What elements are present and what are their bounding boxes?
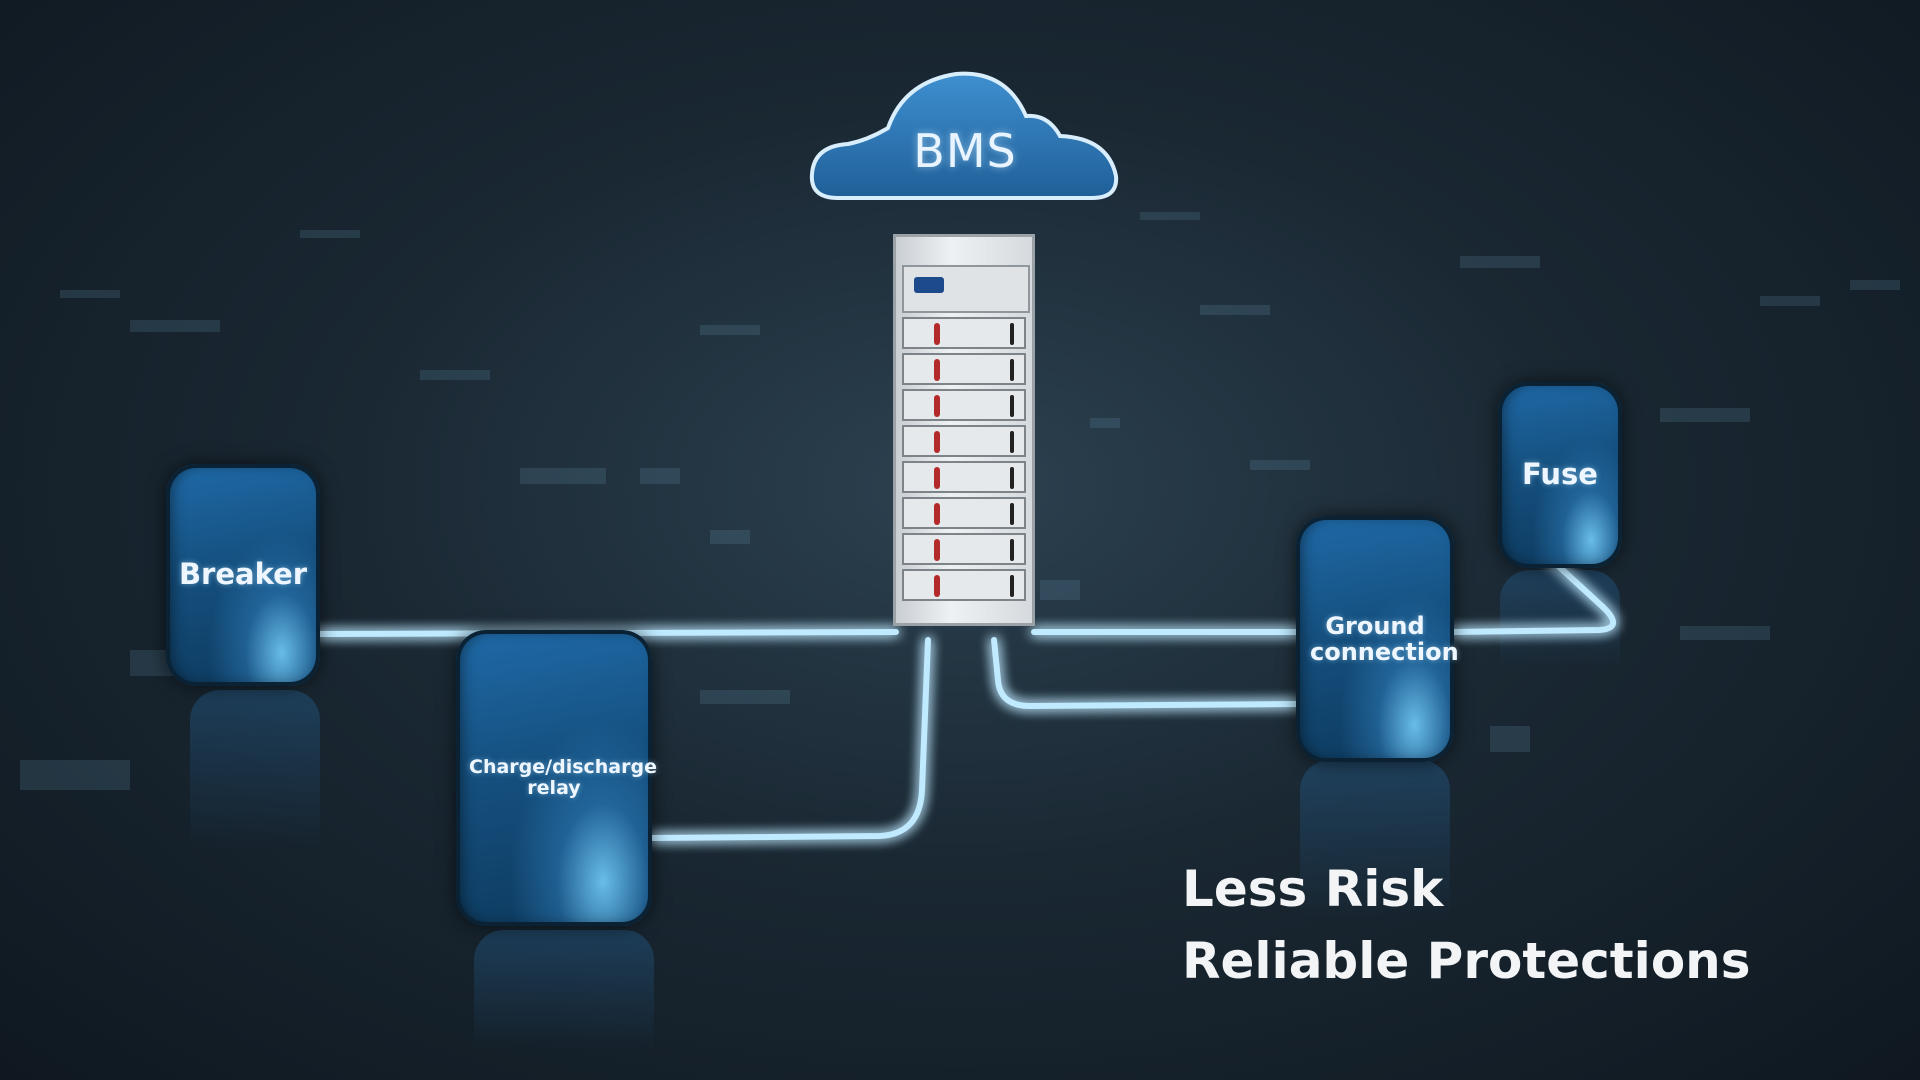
headline-line1: Less Risk bbox=[1182, 860, 1444, 918]
ground-reflection bbox=[1300, 760, 1450, 960]
battery-module bbox=[902, 569, 1026, 601]
relay-node: Charge/discharge relay bbox=[456, 630, 657, 926]
line-fuse bbox=[1449, 537, 1616, 635]
relay-label: Charge/discharge relay bbox=[469, 756, 657, 799]
battery-module bbox=[902, 497, 1026, 529]
ground-node: Ground connection bbox=[1296, 516, 1459, 762]
relay-reflection bbox=[474, 930, 654, 1080]
bms-cloud: BMS bbox=[808, 66, 1122, 204]
battery-module bbox=[902, 353, 1026, 385]
cloud-icon bbox=[809, 71, 1119, 200]
breaker-label: Breaker bbox=[178, 557, 308, 592]
ground-label: Ground connection bbox=[1310, 611, 1459, 666]
battery-cabinet bbox=[893, 234, 1035, 626]
battery-module bbox=[902, 533, 1026, 565]
battery-module bbox=[902, 425, 1026, 457]
fuse-node: Fuse bbox=[1498, 382, 1622, 568]
cabinet-control-panel bbox=[902, 265, 1030, 313]
battery-module bbox=[902, 461, 1026, 493]
breaker-node: Breaker bbox=[166, 464, 320, 686]
display-screen bbox=[914, 277, 944, 293]
battery-module bbox=[902, 389, 1026, 421]
line-ground bbox=[991, 637, 1301, 709]
bms-label: BMS bbox=[913, 124, 1017, 178]
line-relay bbox=[649, 637, 931, 841]
headline-line2: Reliable Protections bbox=[1182, 932, 1751, 990]
breaker-reflection bbox=[190, 690, 320, 890]
fuse-label: Fuse bbox=[1522, 457, 1598, 492]
battery-module bbox=[902, 317, 1026, 349]
